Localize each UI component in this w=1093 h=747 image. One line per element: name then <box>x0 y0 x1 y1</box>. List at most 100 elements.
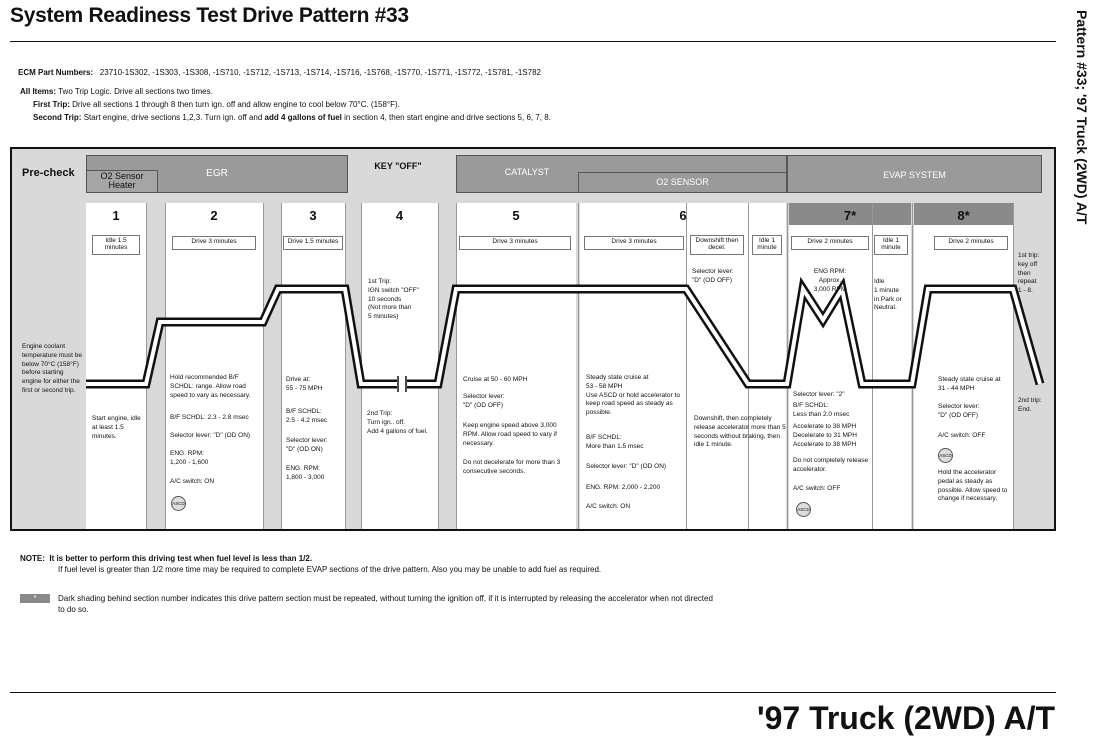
second-trip-line: Second Trip: Start engine, drive section… <box>33 113 551 122</box>
section-8-column <box>914 203 1013 529</box>
divider <box>263 203 264 529</box>
section-2-note: ENG. RPM: 1,200 - 1,600 <box>170 450 209 466</box>
duration-box: Idle 1.5 minutes <box>92 235 140 255</box>
duration-box: Downshift then decel. <box>690 235 744 255</box>
duration-box: Drive 2 minutes <box>791 236 869 250</box>
duration-box: Drive 3 minutes <box>172 236 256 250</box>
all-items-text: Two Trip Logic. Drive all sections two t… <box>58 87 213 96</box>
section-2-note: A/C switch: ON <box>170 478 215 485</box>
footer-note: NOTE: It is better to perform this drivi… <box>20 553 601 575</box>
evap-label: EVAP SYSTEM <box>883 170 946 180</box>
section-number: 8* <box>957 208 970 223</box>
section-7-note: A/C switch: OFF <box>793 485 841 492</box>
title-rule <box>10 41 1056 42</box>
section-2-note: B/F SCHDL: 2.3 - 2.8 msec <box>170 414 249 421</box>
all-items-label: All Items: <box>20 87 57 96</box>
section-number: 5 <box>512 208 520 223</box>
precheck-label: Pre-check <box>22 167 75 179</box>
section-7-column <box>789 203 911 529</box>
evap-band: EVAP SYSTEM <box>787 155 1042 193</box>
duration-box: Drive 3 minutes <box>584 236 684 250</box>
catalyst-label: CATALYST <box>504 167 550 177</box>
ascd-icon: ASCD <box>796 502 811 517</box>
section-7-note: Idle 1 minute in Park or Neutral. <box>874 278 902 312</box>
legend-swatch: * <box>20 594 50 603</box>
o2-sensor-label: O2 SENSOR <box>656 177 709 187</box>
section-5-note: Selector lever: "D" (OD OFF) <box>463 393 505 409</box>
section-6-note: Selector lever: "D" (OD ON) <box>586 463 667 470</box>
section-number: 6 <box>679 208 687 223</box>
side-title: Pattern #33; '97 Truck (2WD) A/T <box>1074 10 1090 225</box>
section-6-note: Steady state cruise at 53 - 58 MPH Use A… <box>586 374 680 417</box>
precheck-note: Engine coolant temperature must be below… <box>22 343 82 394</box>
divider <box>578 203 579 529</box>
section-4-note: 2nd Trip: Turn ign.. off. Add 4 gallons … <box>367 410 428 435</box>
section-7-note: Selector lever: "2" <box>793 391 845 398</box>
section-6-note: ENG. RPM: 2,000 - 2,200 <box>586 484 661 491</box>
section-8-note: Steady state cruise at 31 - 44 MPH <box>938 376 1001 392</box>
section-number: 4 <box>395 208 404 223</box>
section-8-note: Hold the accelerator pedal as steady as … <box>938 469 1008 503</box>
all-items-line: All Items: Two Trip Logic. Drive all sec… <box>20 87 213 96</box>
o2-heater-label: O2 Sensor Heater <box>100 171 144 191</box>
section-6-note: Downshift, then completely release accel… <box>694 415 786 449</box>
section-8-shading <box>914 203 1013 225</box>
section-number: 2 <box>210 208 218 223</box>
second-trip-text-bold: add 4 gallons of fuel <box>264 113 342 122</box>
section-3-note: Selector lever: "D" (OD ON) <box>286 437 328 453</box>
bottom-title: '97 Truck (2WD) A/T <box>756 700 1055 736</box>
duration-box: Drive 1.5 minutes <box>283 236 343 250</box>
divider <box>748 203 749 529</box>
divider <box>165 203 166 529</box>
note-text: If fuel level is greater than 1/2 more t… <box>58 565 602 575</box>
duration-box: Idle 1 minute <box>874 235 908 255</box>
section-6-note: Selector lever: "D" (OD OFF) <box>692 268 734 284</box>
second-trip-label: Second Trip: <box>33 113 82 122</box>
note-label: NOTE: <box>20 554 45 563</box>
section-6-column <box>580 203 786 529</box>
section-8-note: A/C switch: OFF <box>938 432 986 439</box>
section-4-note: 1st Trip: IGN switch "OFF" 10 seconds (N… <box>368 278 419 321</box>
first-trip-text: Drive all sections 1 through 8 then turn… <box>72 100 400 109</box>
second-trip-text-b: in section 4, then start engine and driv… <box>341 113 551 122</box>
section-2-note: Hold recommended B/F SCHDL: range. Allow… <box>170 374 251 399</box>
duration-box: Drive 3 minutes <box>459 236 571 250</box>
section-2-column <box>165 203 263 529</box>
section-3-note: B/F SCHDL: 2.5 - 4.2 msec <box>286 408 328 424</box>
divider <box>456 203 457 529</box>
section-6-note: B/F SCHDL: More than 1.5 msec <box>586 434 644 450</box>
end-note: 2nd trip: End. <box>1018 397 1042 413</box>
section-5-note: Cruise at 50 - 60 MPH <box>463 376 528 383</box>
section-3-note: Drive at: 55 - 75 MPH <box>286 376 323 392</box>
key-off-label: KEY "OFF" <box>374 161 422 171</box>
section-1-column <box>86 203 146 529</box>
divider <box>345 203 346 529</box>
section-7-note: Do not completely release accelerator. <box>793 457 869 473</box>
second-trip-text-a: Start engine, drive sections 1,2,3. Turn… <box>83 113 265 122</box>
egr-label: EGR <box>206 168 228 179</box>
section-1-note: Start engine, idle at least 1.5 minutes. <box>92 415 141 440</box>
first-trip-label: First Trip: <box>33 100 70 109</box>
section-8-note: Selector lever: "D" (OD OFF) <box>938 403 980 419</box>
end-note: 1st trip: key off then repeat 1 - 8. <box>1018 252 1040 295</box>
divider <box>1013 203 1014 529</box>
note-bold: It is better to perform this driving tes… <box>49 554 313 563</box>
page-title: System Readiness Test Drive Pattern #33 <box>10 4 409 27</box>
divider <box>872 203 873 529</box>
section-7-note: Accelerate to 38 MPH Decelerate to 31 MP… <box>793 423 857 448</box>
section-7-note: ENG RPM: Approx. 3,000 RPM <box>813 268 847 293</box>
section-6-note: A/C switch: ON <box>586 503 631 510</box>
ascd-icon: ASCD <box>938 448 953 463</box>
section-4-column <box>361 203 438 529</box>
bottom-rule <box>10 692 1056 693</box>
footer-note-line-1: NOTE: It is better to perform this drivi… <box>20 553 601 564</box>
first-trip-line: First Trip: Drive all sections 1 through… <box>33 100 400 109</box>
section-2-note: Selector lever: "D" (OD ON) <box>170 432 251 439</box>
ecm-value: 23710-1S302, -1S303, -1S308, -1S710, -1S… <box>99 68 541 77</box>
ecm-line: ECM Part Numbers: 23710-1S302, -1S303, -… <box>18 68 541 77</box>
legend-text: Dark shading behind section number indic… <box>58 594 713 614</box>
section-number: 3 <box>309 208 317 223</box>
duration-box: Drive 2 minutes <box>934 236 1008 250</box>
divider <box>686 203 687 529</box>
